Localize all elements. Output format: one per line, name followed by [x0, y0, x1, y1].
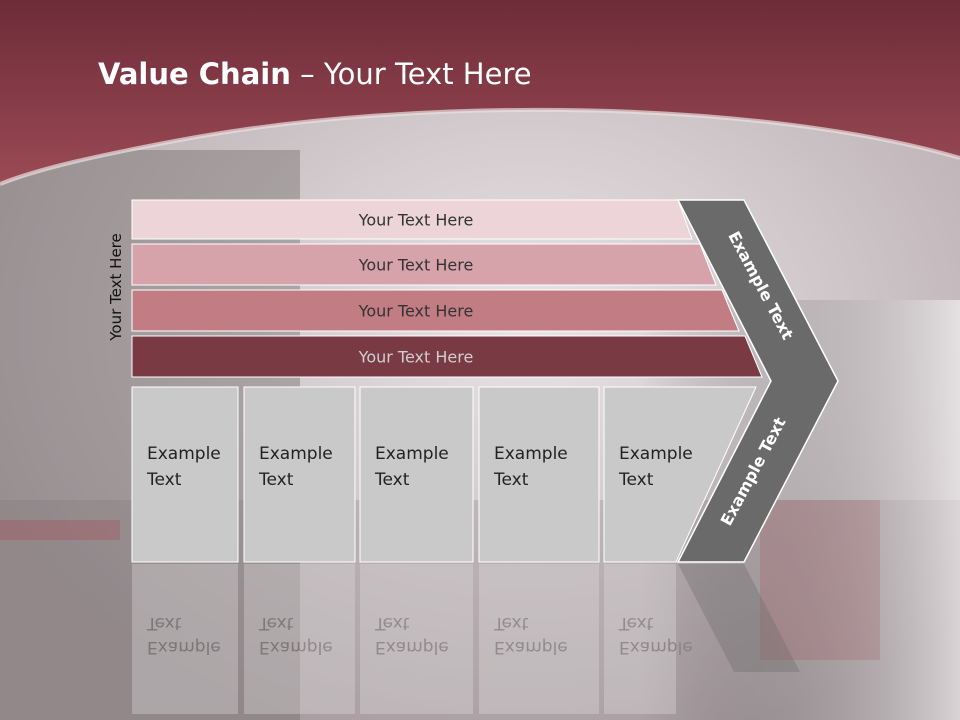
row-3 [131, 289, 740, 332]
box-4-reflection [479, 564, 599, 714]
row-1-label: Your Text Here [358, 211, 474, 230]
box-2-reflection-line2: Text [258, 613, 294, 633]
chevron-reflection [678, 564, 800, 672]
box-4 [478, 386, 600, 563]
title-bold: Value Chain [98, 57, 291, 91]
box-2-reflection-line1: Example [259, 637, 333, 657]
box-1-line1: Example [147, 444, 221, 464]
box-3-reflection-line2: Text [374, 613, 410, 633]
box-1-reflection [132, 564, 238, 714]
row-3-label: Your Text Here [358, 302, 474, 321]
box-5-reflection [604, 564, 676, 714]
box-1-line2: Text [146, 470, 182, 490]
box-4-reflection-line1: Example [494, 637, 568, 657]
box-3 [359, 386, 474, 563]
box-4-line2: Text [493, 470, 529, 490]
row-4 [131, 335, 763, 378]
box-5 [603, 386, 757, 563]
box-5-line2: Text [618, 470, 654, 490]
box-3-reflection-line1: Example [375, 637, 449, 657]
box-2-line2: Text [258, 470, 294, 490]
box-3-reflection [360, 564, 473, 714]
box-2-reflection [244, 564, 355, 714]
box-2 [243, 386, 356, 563]
box-4-line1: Example [494, 444, 568, 464]
box-5-reflection-line2: Text [618, 613, 654, 633]
row-2-label: Your Text Here [358, 256, 474, 275]
title-rest: Your Text Here [323, 57, 532, 91]
box-1-reflection-line2: Text [146, 613, 182, 633]
box-3-line1: Example [375, 444, 449, 464]
box-2-line1: Example [259, 444, 333, 464]
row-2 [131, 243, 717, 286]
box-5-reflection-line1: Example [619, 637, 693, 657]
box-3-line2: Text [374, 470, 410, 490]
box-5-line1: Example [619, 444, 693, 464]
row-4-label: Your Text Here [358, 348, 474, 367]
row-1 [131, 199, 693, 240]
box-4-reflection-line2: Text [493, 613, 529, 633]
chevron-shape [676, 199, 839, 563]
box-1-reflection-line1: Example [147, 637, 221, 657]
box-1 [131, 386, 239, 563]
slide-title: Value Chain – Your Text Here [98, 57, 532, 91]
